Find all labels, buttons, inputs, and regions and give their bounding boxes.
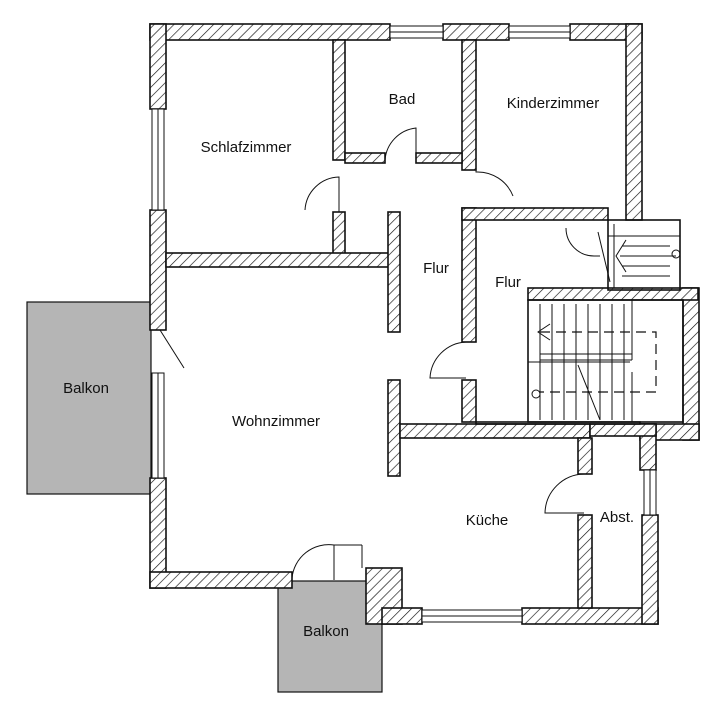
doors: [159, 127, 600, 580]
balcony-label-south: Balkon: [303, 623, 349, 640]
room-label-bad: Bad: [389, 91, 416, 108]
balcony-south: [277, 580, 383, 693]
room-label-abst: Abst.: [600, 509, 634, 526]
balcony-west: [26, 301, 152, 495]
room-label-wohnzimmer: Wohnzimmer: [232, 413, 320, 430]
room-label-schlafzimmer: Schlafzimmer: [201, 139, 292, 156]
room-label-kueche: Küche: [466, 512, 509, 529]
staircase: [527, 219, 684, 423]
room-label-flur-2: Flur: [495, 274, 521, 291]
windows: [151, 25, 657, 623]
exterior-walls: [149, 23, 700, 625]
room-label-flur-1: Flur: [423, 260, 449, 277]
balcony-label-west: Balkon: [63, 380, 109, 397]
room-label-kinderzimmer: Kinderzimmer: [507, 95, 600, 112]
interior-walls: [165, 39, 699, 609]
